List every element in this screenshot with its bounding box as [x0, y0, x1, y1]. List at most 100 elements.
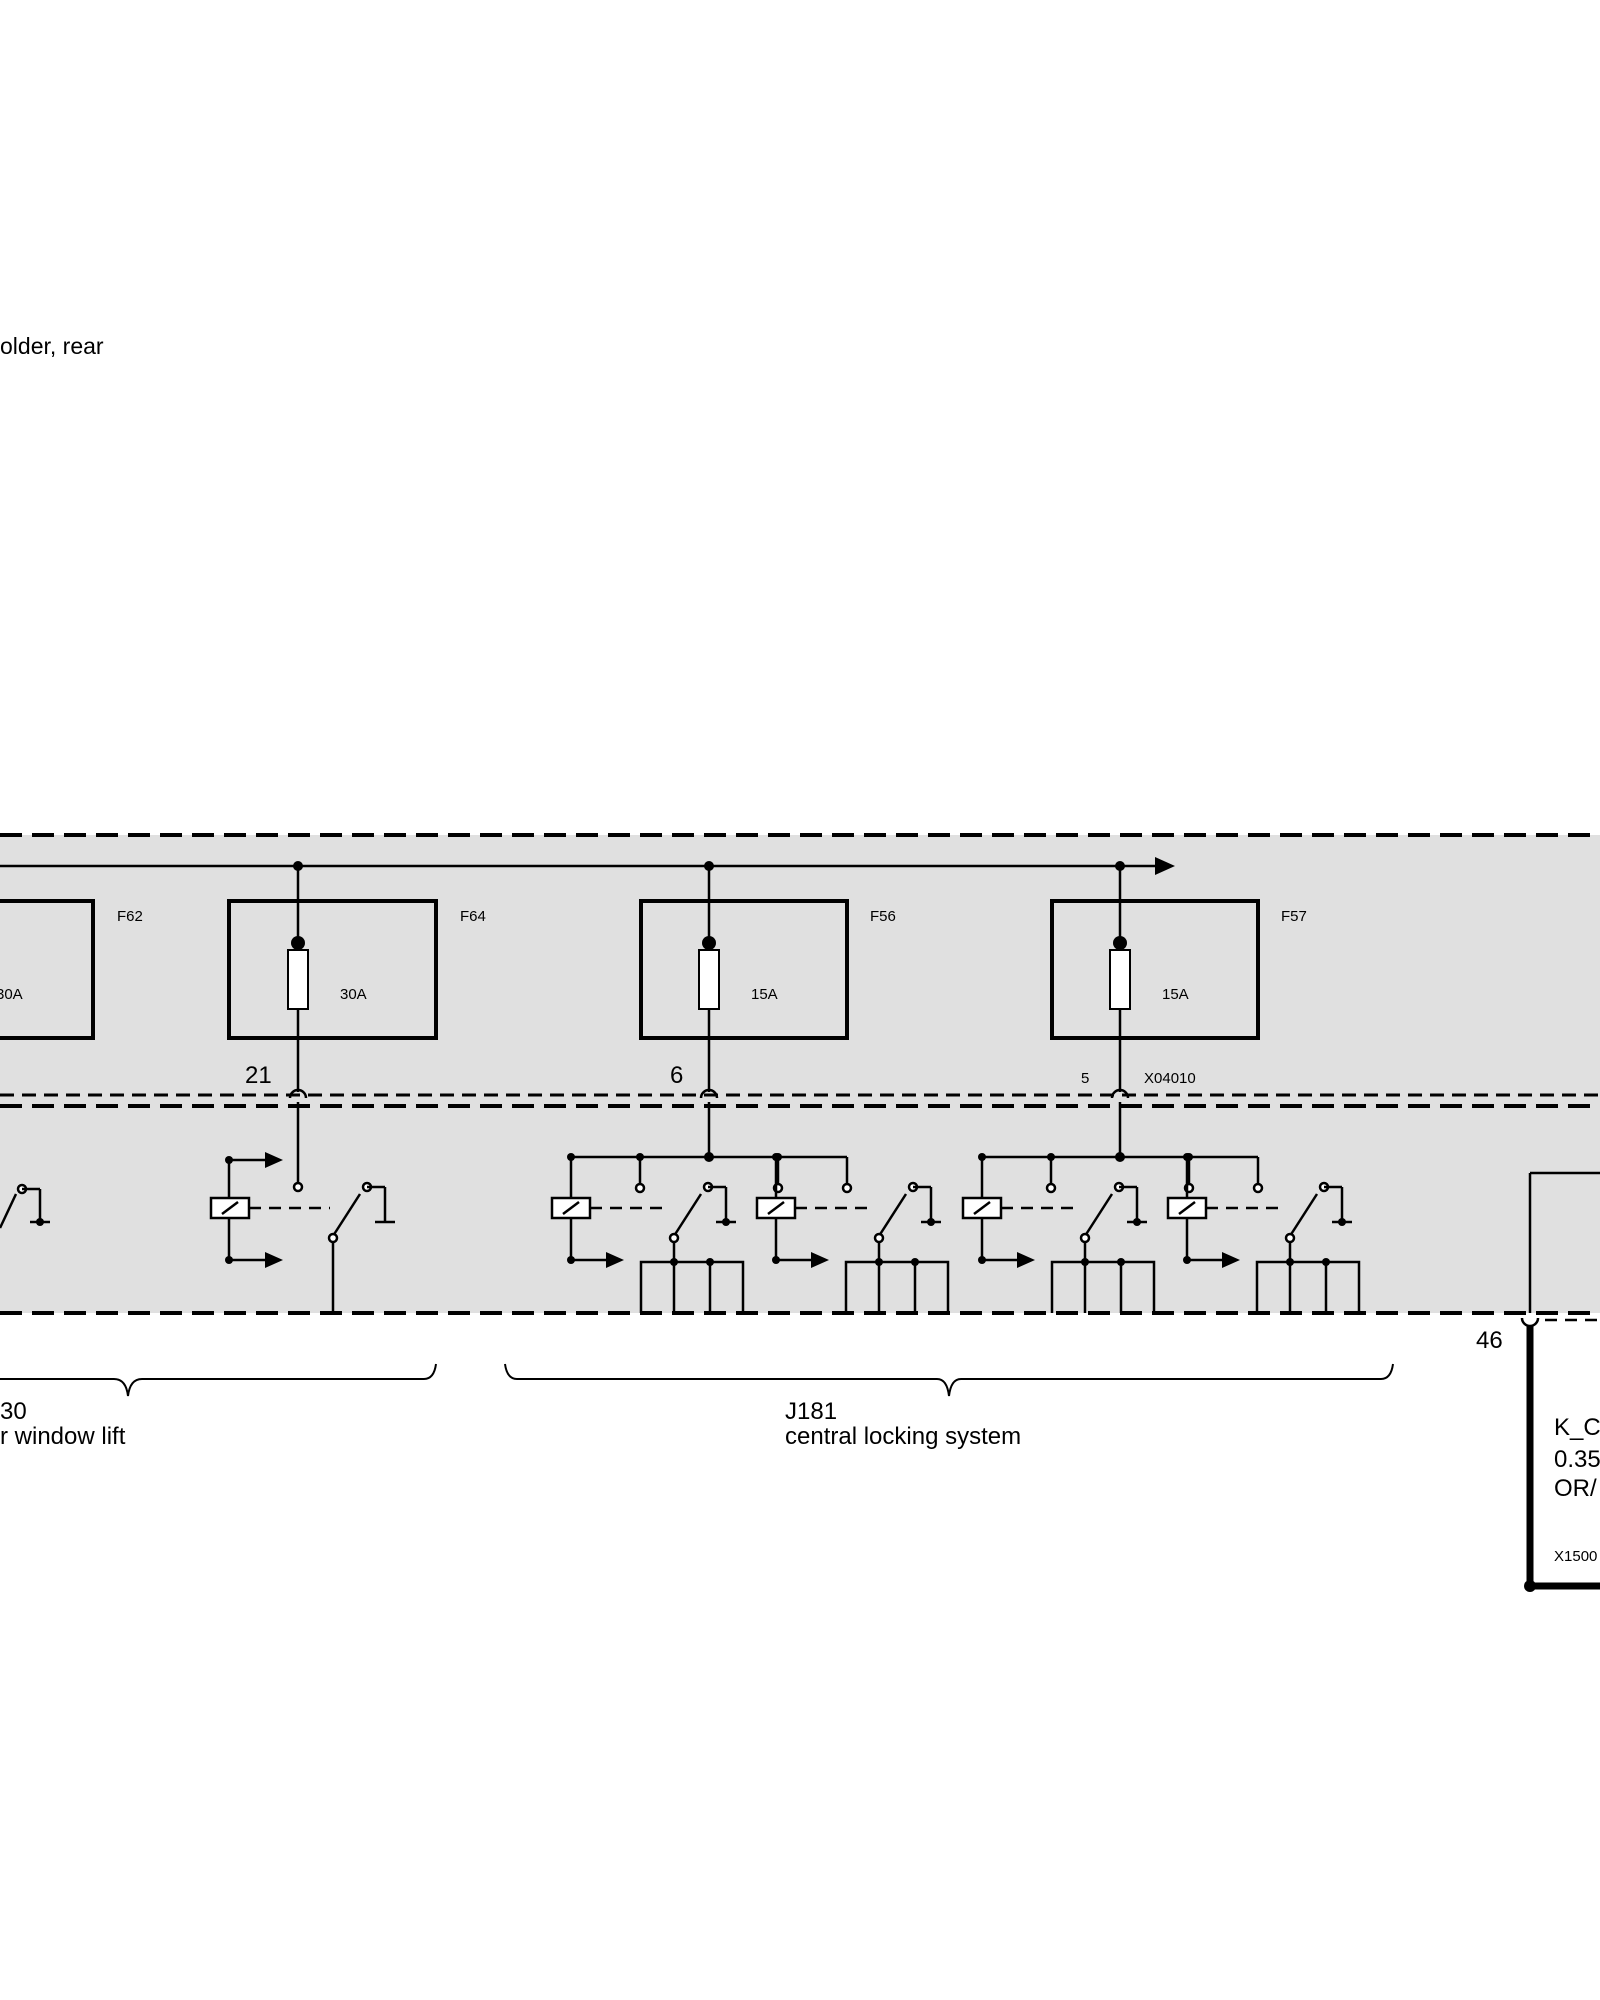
- distribution-node: [704, 1152, 714, 1162]
- pin-number: 6: [670, 1062, 683, 1089]
- switch-contact: [1288, 1193, 1319, 1237]
- arrow-icon: [811, 1252, 829, 1268]
- fuse-f64[interactable]: 30A F64: [227, 866, 486, 1092]
- arrow-icon: [1222, 1252, 1240, 1268]
- fuse-box-outline: [639, 899, 849, 1040]
- connector-label: X04010: [1144, 1070, 1196, 1087]
- arrow-icon: [265, 1152, 283, 1168]
- switch-contact: [1083, 1193, 1114, 1237]
- fuse-icon: [698, 949, 720, 1010]
- harness-node: [1117, 1258, 1125, 1266]
- fuse-f62[interactable]: F62 30A: [0, 899, 143, 1040]
- group-code: 30: [0, 1398, 27, 1425]
- group-code: J181: [785, 1398, 837, 1425]
- wire-node: [1524, 1580, 1536, 1592]
- relay-window-lift: [209, 1152, 395, 1313]
- contact-point: [1252, 1182, 1264, 1194]
- pin-number: 5: [1081, 1070, 1089, 1087]
- ground-node: [36, 1218, 44, 1226]
- relay-node: [1183, 1153, 1191, 1161]
- wire-signal-name: K_C: [1554, 1414, 1600, 1441]
- wire-crossover: [699, 1088, 719, 1099]
- wire-crossover: [1520, 1317, 1540, 1328]
- fuse-box-outline: [1050, 899, 1260, 1040]
- group-name: central locking system: [785, 1423, 1021, 1450]
- output-harness: [1050, 1260, 1156, 1313]
- fuse-rating: 15A: [1162, 986, 1189, 1003]
- harness-node: [911, 1258, 919, 1266]
- fuse-id: F64: [460, 908, 486, 925]
- harness-node: [1081, 1258, 1089, 1266]
- fuse-icon: [287, 949, 309, 1010]
- fuse-icon: [1109, 949, 1131, 1010]
- relay-coil-slash: [767, 1201, 785, 1215]
- arrow-icon: [265, 1252, 283, 1268]
- pin-number: 46: [1476, 1327, 1503, 1354]
- harness-node: [706, 1258, 714, 1266]
- relay-coil-slash: [1178, 1201, 1196, 1215]
- fuse-rating: 30A: [0, 986, 23, 1003]
- output-harness: [639, 1260, 745, 1313]
- fuse-terminal: [291, 936, 305, 950]
- partial-heading: older, rear: [0, 333, 104, 359]
- harness-node: [1322, 1258, 1330, 1266]
- contact-point: [327, 1232, 339, 1244]
- distribution-node: [1115, 1152, 1125, 1162]
- fuse-f56[interactable]: 15A F56: [639, 866, 896, 1092]
- contact-point: [1284, 1232, 1296, 1244]
- fuse-rating: 30A: [340, 986, 367, 1003]
- brace-window-lift: [0, 1363, 437, 1397]
- harness-node: [875, 1258, 883, 1266]
- wire-connector: X1500: [1554, 1548, 1597, 1565]
- arrow-icon: [1017, 1252, 1035, 1268]
- switch-contact: [0, 1193, 18, 1229]
- output-harness: [1255, 1260, 1361, 1313]
- group-name: r window lift: [0, 1423, 126, 1450]
- bus-arrow-icon: [1155, 857, 1175, 875]
- ground-node: [1133, 1218, 1141, 1226]
- switch-contact: [877, 1193, 908, 1237]
- relay-node: [772, 1153, 780, 1161]
- relay-bank-central-locking: [550, 1152, 1361, 1313]
- contact-point: [873, 1232, 885, 1244]
- fuse-id: F62: [117, 908, 143, 925]
- switch-contact: [331, 1193, 362, 1237]
- contact-point: [841, 1182, 853, 1194]
- fuse-terminal: [702, 936, 716, 950]
- harness-node: [670, 1258, 678, 1266]
- wire-gauge: 0.35: [1554, 1446, 1600, 1473]
- relay-node: [978, 1153, 986, 1161]
- switch-contact: [672, 1193, 703, 1237]
- fuse-terminal: [1113, 936, 1127, 950]
- module-background: [0, 835, 1600, 1313]
- contact-point: [292, 1181, 304, 1193]
- contact-point: [1079, 1232, 1091, 1244]
- harness-node: [1286, 1258, 1294, 1266]
- fuse-id: F57: [1281, 908, 1307, 925]
- fuse-box-outline: [227, 899, 438, 1040]
- ground-node: [722, 1218, 730, 1226]
- wire-crossover: [1110, 1088, 1130, 1099]
- wire-color: OR/: [1554, 1475, 1597, 1502]
- relay-partial-left: [0, 1183, 50, 1229]
- contact-point: [634, 1182, 646, 1194]
- output-harness: [844, 1260, 950, 1313]
- fuse-f57[interactable]: 15A F57: [1050, 866, 1307, 1092]
- relay-coil-slash: [562, 1201, 580, 1215]
- fuse-box-outline: [0, 899, 95, 1040]
- relay-coil-slash: [973, 1201, 991, 1215]
- contact-point: [668, 1232, 680, 1244]
- arrow-icon: [606, 1252, 624, 1268]
- ground-node: [927, 1218, 935, 1226]
- fuse-id: F56: [870, 908, 896, 925]
- fuse-rating: 15A: [751, 986, 778, 1003]
- wire-crossover: [288, 1088, 308, 1099]
- contact-point: [1045, 1182, 1057, 1194]
- relay-coil-slash: [221, 1201, 239, 1215]
- ground-node: [1338, 1218, 1346, 1226]
- connector-right: [1520, 1171, 1600, 1592]
- brace-central-locking: [504, 1363, 1394, 1397]
- pin-number: 21: [245, 1062, 272, 1089]
- relay-node: [567, 1153, 575, 1161]
